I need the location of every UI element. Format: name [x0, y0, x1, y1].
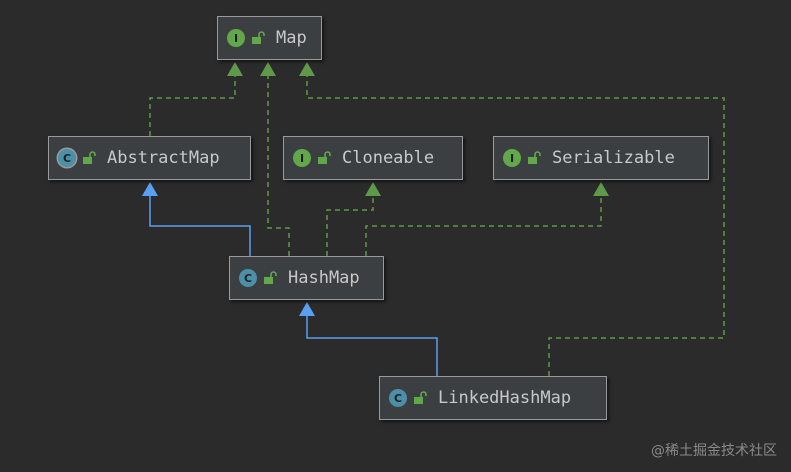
class-icon: C [389, 389, 407, 407]
node-label: Cloneable [342, 148, 435, 168]
edge-implements-hashmap-to-map [267, 76, 290, 256]
abstract-class-icon: C [58, 149, 76, 167]
edge-implements-hashmap-to-cloneable [326, 196, 374, 256]
arrowhead-implements [365, 182, 381, 196]
interface-icon: I [293, 149, 311, 167]
edge-extends-hashmap-to-abstractmap [149, 196, 251, 256]
edge-extends-linkedhashmap-to-hashmap [306, 316, 438, 376]
lock-open-icon [318, 151, 331, 164]
arrowhead-implements [299, 62, 315, 76]
lock-open-icon [528, 151, 541, 164]
node-linked-hash-map[interactable]: C LinkedHashMap [379, 376, 607, 420]
arrowhead-implements [227, 62, 243, 76]
edge-implements-abstractmap-to-map [149, 76, 236, 136]
lock-open-icon [252, 31, 265, 44]
arrowhead-extends [299, 302, 315, 316]
node-cloneable[interactable]: I Cloneable [283, 136, 463, 180]
lock-open-icon [414, 391, 427, 404]
lock-open-icon [264, 271, 277, 284]
arrowhead-implements [593, 182, 609, 196]
node-label: AbstractMap [107, 148, 220, 168]
node-label: Serializable [552, 148, 675, 168]
arrowhead-implements [260, 62, 276, 76]
interface-icon: I [503, 149, 521, 167]
node-map[interactable]: I Map [217, 16, 322, 60]
class-icon: C [239, 269, 257, 287]
edge-implements-linkedhashmap-to-map [306, 76, 725, 376]
node-abstract-map[interactable]: C AbstractMap [48, 136, 251, 180]
watermark: @稀土掘金技术社区 [651, 443, 777, 459]
node-serializable[interactable]: I Serializable [493, 136, 709, 180]
node-hash-map[interactable]: C HashMap [229, 256, 384, 300]
edge-implements-hashmap-to-serializable [365, 196, 602, 256]
node-label: LinkedHashMap [438, 388, 572, 408]
node-label: HashMap [288, 268, 360, 288]
arrowhead-extends [142, 182, 158, 196]
node-label: Map [276, 28, 307, 48]
interface-icon: I [227, 29, 245, 47]
lock-open-icon [83, 151, 96, 164]
